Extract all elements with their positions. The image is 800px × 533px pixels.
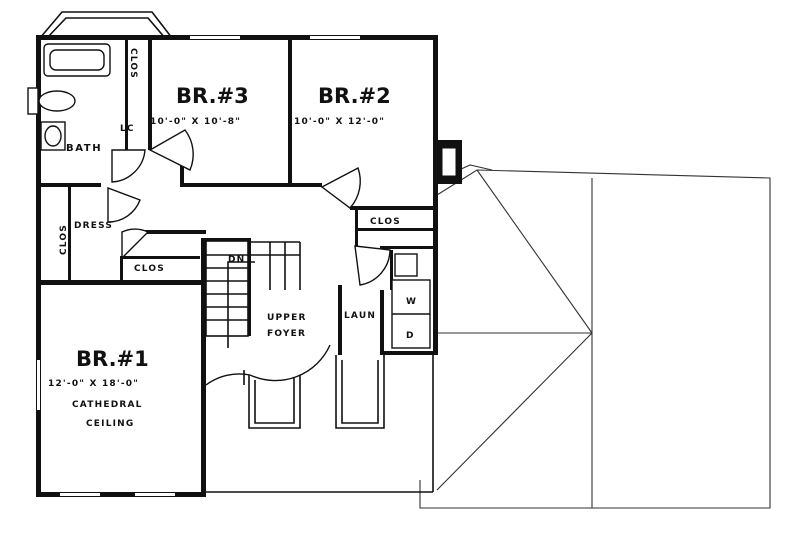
br3-closet-label: CLOS <box>128 48 138 79</box>
toilet-bowl <box>38 90 76 112</box>
door-laundry <box>354 245 391 286</box>
br1-label: BR.#1 <box>76 347 149 371</box>
stair <box>205 240 301 385</box>
br2-size: 10'-0" X 12'-0" <box>294 117 385 127</box>
upper-foyer-label-2: FOYER <box>267 329 306 339</box>
doors <box>107 129 391 386</box>
linen-closet-label: LC <box>120 124 135 134</box>
laundry-label: LAUN <box>344 311 376 321</box>
washer-label: W <box>406 297 417 307</box>
br1-size: 12'-0" X 18'-0" <box>48 379 139 389</box>
dress-label: DRESS <box>74 221 113 231</box>
laundry-appliances <box>391 253 431 349</box>
door-br3 <box>148 129 194 171</box>
door-bath <box>111 149 146 183</box>
dryer-label: D <box>406 331 415 341</box>
door-br2 <box>320 167 361 209</box>
br3-label: BR.#3 <box>176 84 249 108</box>
br1-note-2: CEILING <box>86 419 135 429</box>
bath-fixtures <box>27 43 111 151</box>
door-br1-closet <box>121 228 150 260</box>
garage-roof <box>419 164 771 509</box>
stair-down-label: DN <box>228 255 245 265</box>
foyer-bays <box>206 355 434 493</box>
laundry-sink <box>394 253 418 277</box>
bath-label: BATH <box>66 143 102 154</box>
door-dress <box>107 186 141 223</box>
windows <box>37 36 360 496</box>
sink <box>44 125 62 147</box>
bay-window <box>38 11 174 39</box>
br1-closet-label: CLOS <box>134 264 165 274</box>
br2-closet-label: CLOS <box>370 217 401 227</box>
br2-label: BR.#2 <box>318 84 391 108</box>
br3-size: 10'-0" X 10'-8" <box>150 117 241 127</box>
toilet-tank <box>27 87 39 115</box>
interior-walls <box>41 35 438 355</box>
upper-foyer-label-1: UPPER <box>267 313 307 323</box>
dress-closet-label: CLOS <box>59 224 69 255</box>
br1-note-1: CATHEDRAL <box>72 400 143 410</box>
